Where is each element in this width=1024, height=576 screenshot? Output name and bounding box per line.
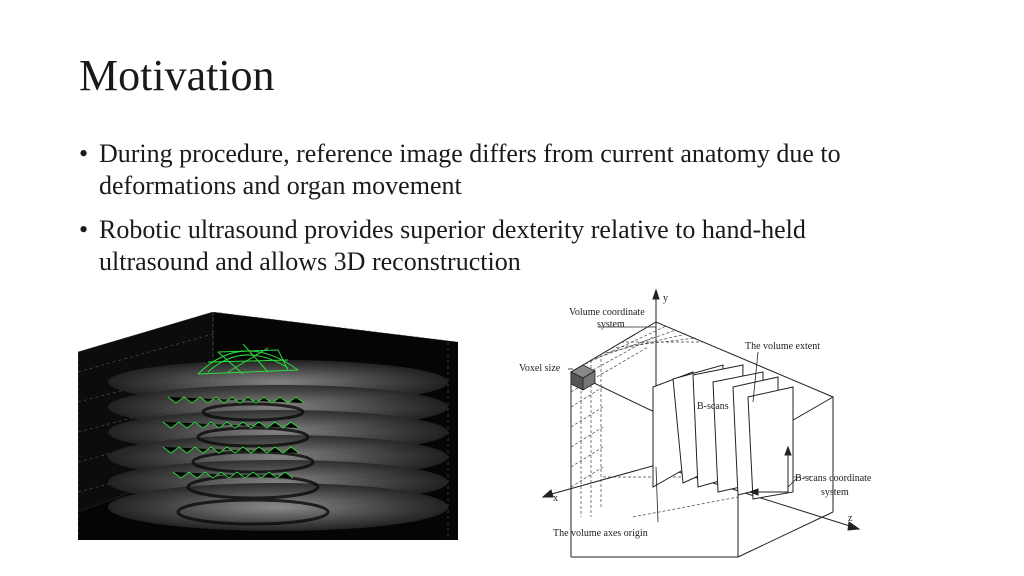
voxel-cube-icon [570,364,596,391]
bullet-dot: • [79,139,89,168]
x-axis-label: x [553,493,558,504]
axes-origin-label: The volume axes origin [553,528,648,539]
bullet-list: • During procedure, reference image diffe… [79,138,879,290]
slide-title: Motivation [79,51,275,100]
ultrasound-volume-image [78,312,458,540]
b-scans-coordinate-label: B-scans coordinate [795,473,872,484]
bullet-item: • During procedure, reference image diffe… [79,138,879,202]
volume-coordinate-label: Volume coordinate [569,307,645,318]
bullet-dot: • [79,215,89,244]
b-scans-coordinate-label-2: system [821,487,849,498]
z-axis-label: z [848,513,853,524]
bullet-text: During procedure, reference image differ… [99,139,841,200]
y-axis-label: y [663,293,668,304]
volume-reconstruction-diagram: y x z Volume coordinate system Voxel siz… [519,288,872,558]
b-scans-label: B-scans [697,401,729,412]
voxel-size-label: Voxel size [519,363,561,374]
volume-coordinate-label-2: system [597,319,625,330]
bullet-item: • Robotic ultrasound provides superior de… [79,214,879,278]
bullet-text: Robotic ultrasound provides superior dex… [99,215,806,276]
volume-extent-label: The volume extent [745,341,820,352]
